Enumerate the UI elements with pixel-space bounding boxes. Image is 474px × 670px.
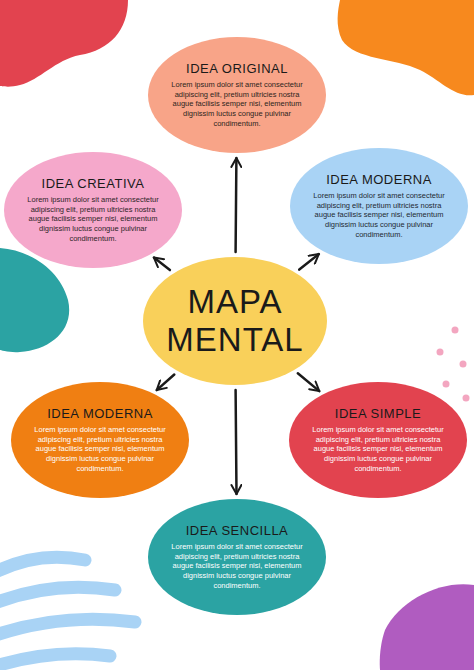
idea-bubble: IDEA MODERNA Lorem ipsum dolor sit amet c…: [290, 148, 468, 264]
purple-blob: [380, 584, 474, 670]
idea-bubble: IDEA CREATIVA Lorem ipsum dolor sit amet …: [4, 152, 182, 268]
red-blob: [0, 0, 128, 87]
central-bubble: MAPA MENTAL: [143, 257, 327, 385]
idea-bubble: IDEA SENCILLA Lorem ipsum dolor sit amet …: [148, 499, 326, 615]
idea-body: Lorem ipsum dolor sit amet consectetur a…: [313, 191, 445, 240]
idea-body: Lorem ipsum dolor sit amet consectetur a…: [312, 425, 444, 474]
idea-body: Lorem ipsum dolor sit amet consectetur a…: [171, 542, 303, 591]
idea-title: IDEA SENCILLA: [186, 523, 289, 539]
idea-title: IDEA MODERNA: [47, 406, 153, 422]
blue-waves: [0, 557, 135, 668]
idea-title: IDEA SIMPLE: [335, 406, 421, 422]
idea-bubble: IDEA ORIGINAL Lorem ipsum dolor sit amet …: [148, 37, 326, 153]
idea-body: Lorem ipsum dolor sit amet consectetur a…: [27, 195, 159, 244]
idea-body: Lorem ipsum dolor sit amet consectetur a…: [171, 80, 303, 129]
central-title: MAPA MENTAL: [165, 283, 305, 359]
arrow-connector: [154, 258, 170, 271]
arrow-connector: [234, 390, 237, 494]
idea-bubble: IDEA SIMPLE Lorem ipsum dolor sit amet co…: [289, 382, 467, 498]
orange-blob: [338, 0, 474, 95]
idea-title: IDEA CREATIVA: [42, 176, 145, 192]
idea-body: Lorem ipsum dolor sit amet consectetur a…: [34, 425, 166, 474]
pink-dots: [437, 327, 470, 402]
arrow-connector: [298, 373, 320, 391]
idea-bubble: IDEA MODERNA Lorem ipsum dolor sit amet c…: [11, 382, 189, 498]
arrow-connector: [234, 158, 237, 252]
arrow-connector: [157, 375, 175, 391]
idea-title: IDEA ORIGINAL: [186, 61, 288, 77]
arrow-connector: [299, 254, 319, 270]
idea-title: IDEA MODERNA: [326, 172, 432, 188]
